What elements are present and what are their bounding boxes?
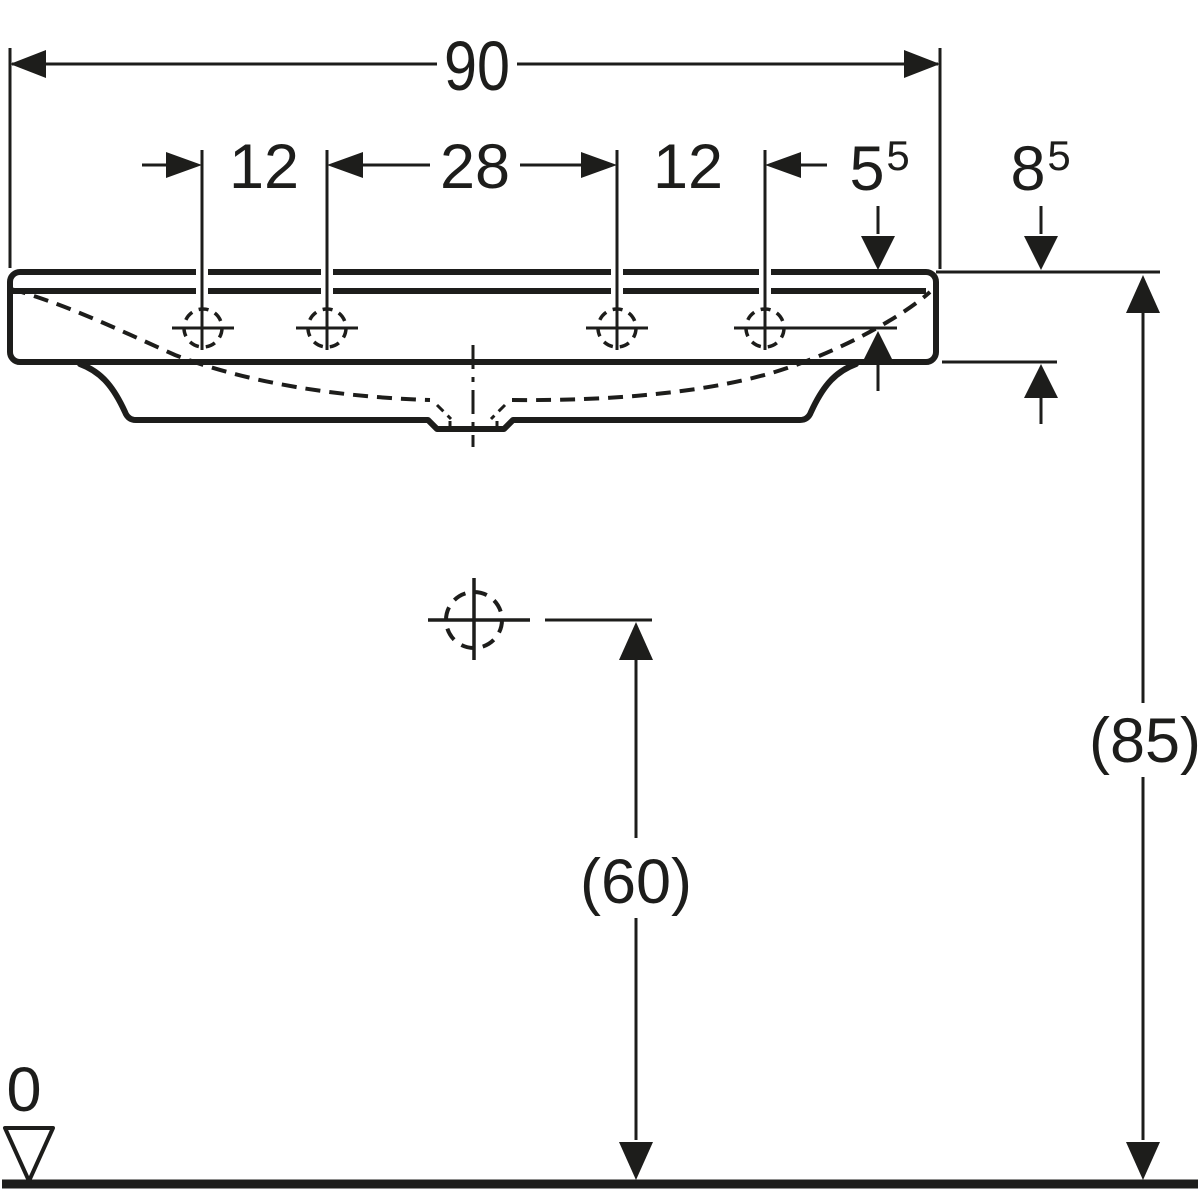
arrowhead-left bbox=[327, 152, 363, 178]
dimension-label-60: (60) bbox=[580, 847, 692, 917]
floor-datum: 0 bbox=[2, 1055, 1198, 1189]
arrowhead-up bbox=[619, 622, 653, 660]
dimension-label-90: 90 bbox=[444, 27, 510, 105]
dimension-label-55-superscript: 5 bbox=[886, 132, 909, 179]
dimension-label-12-right: 12 bbox=[653, 132, 723, 202]
drain-funnel-dash-left bbox=[435, 403, 453, 421]
dimension-overall-width: 90 bbox=[8, 27, 942, 269]
basin-underside-apron bbox=[77, 361, 859, 432]
dimension-outlet-height: (60) bbox=[545, 618, 692, 1180]
arrowhead-left bbox=[10, 50, 46, 78]
arrowhead-up bbox=[1024, 364, 1058, 398]
dimension-label-12-left: 12 bbox=[229, 132, 299, 202]
bowl-contour-dashed-left bbox=[10, 287, 431, 402]
dimension-label-85-main: 8 bbox=[1010, 134, 1045, 204]
arrowhead-down bbox=[1126, 1142, 1160, 1180]
arrowhead-right bbox=[904, 50, 940, 78]
datum-triangle-icon bbox=[3, 1126, 55, 1183]
dimension-label-85-superscript: 5 bbox=[1047, 132, 1070, 179]
arrowhead-down bbox=[619, 1142, 653, 1180]
waste-outlet-symbol bbox=[428, 578, 530, 660]
arrowhead-right bbox=[166, 152, 202, 178]
dimension-right-hole-offset: 12 bbox=[653, 132, 827, 202]
dimension-label-rim-85: (85) bbox=[1089, 706, 1200, 776]
dimension-deck-to-hole-axis: 5 5 bbox=[734, 132, 910, 391]
arrowhead-right bbox=[581, 152, 617, 178]
dimension-left-hole-offset: 12 bbox=[142, 132, 299, 202]
arrowhead-up bbox=[1126, 275, 1160, 313]
arrowhead-down bbox=[1024, 236, 1058, 270]
arrowhead-up bbox=[861, 331, 895, 365]
dimension-rim-height: (85) bbox=[1089, 275, 1200, 1180]
datum-zero-label: 0 bbox=[6, 1055, 41, 1125]
dimension-right-edge-height: 8 5 bbox=[936, 132, 1160, 424]
dimension-label-28: 28 bbox=[440, 132, 510, 202]
basin-elevation bbox=[7, 266, 939, 447]
dimension-label-55-main: 5 bbox=[849, 134, 884, 204]
drain-funnel-dash-right bbox=[489, 403, 507, 421]
dimension-hole-spacing-row: 12 28 12 bbox=[142, 132, 827, 350]
arrowhead-down bbox=[861, 236, 895, 270]
arrowhead-left bbox=[765, 152, 801, 178]
dimension-center-hole-span: 28 bbox=[327, 132, 617, 202]
bowl-contour-dashed-right bbox=[511, 290, 932, 403]
